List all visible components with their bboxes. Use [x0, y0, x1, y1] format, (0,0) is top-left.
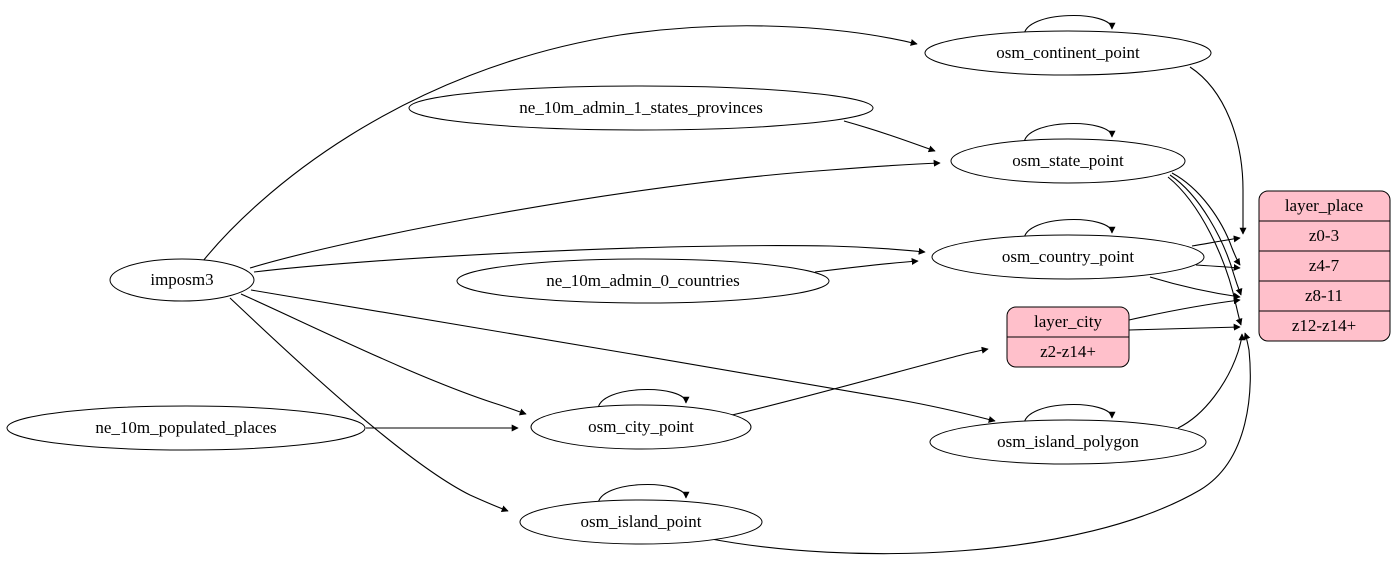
record-node-layer-city[interactable]: layer_city z2-z14+ — [1006, 306, 1130, 368]
node-label-osm-state-point: osm_state_point — [1012, 151, 1124, 170]
edge-ne-states-to-osm-state-point — [843, 120, 936, 153]
record-row-layer-place-z12-z14[interactable]: z12-z14+ — [1292, 316, 1356, 335]
node-imposm3[interactable]: imposm3 — [109, 258, 255, 302]
edge-imposm3-to-osm-city-point — [240, 293, 527, 416]
record-node-layer-place[interactable]: layer_place z0-3 z4-7 z8-11 z12-z14+ — [1258, 190, 1391, 342]
edge-self-loop-osm-island-point — [597, 484, 690, 506]
edge-layer — [202, 15, 1251, 555]
node-label-osm-island-point: osm_island_point — [581, 512, 702, 531]
edge-osm-state-point-to-layer-place-z8-11 — [1169, 174, 1243, 296]
node-label-osm-country-point: osm_country_point — [1002, 247, 1134, 266]
node-osm-continent-point[interactable]: osm_continent_point — [924, 30, 1212, 76]
record-row-layer-place-z4-7[interactable]: z4-7 — [1309, 256, 1340, 275]
edge-self-loop-osm-city-point — [597, 389, 690, 411]
node-ne-10m-admin-1-states-provinces[interactable]: ne_10m_admin_1_states_provinces — [408, 85, 874, 131]
edge-imposm3-to-osm-state-point — [249, 159, 941, 269]
node-osm-city-point[interactable]: osm_city_point — [530, 404, 752, 450]
node-label-osm-continent-point: osm_continent_point — [996, 43, 1140, 62]
node-osm-island-polygon[interactable]: osm_island_polygon — [929, 419, 1207, 465]
edge-osm-country-point-to-layer-place-z8-11 — [1149, 276, 1241, 300]
edge-self-loop-osm-continent-point — [1023, 15, 1116, 37]
node-osm-island-point[interactable]: osm_island_point — [519, 499, 763, 545]
edge-imposm3-to-osm-country-point — [253, 245, 926, 273]
edge-osm-country-point-to-layer-place-z4-7 — [1195, 263, 1241, 271]
edge-osm-country-point-to-layer-place-z0-3 — [1191, 235, 1241, 247]
edge-osm-island-point-to-layer-place-z12-z14 — [705, 332, 1251, 555]
node-label-osm-island-polygon: osm_island_polygon — [997, 432, 1139, 451]
edge-self-loop-osm-state-point — [1023, 123, 1116, 145]
edge-imposm3-to-osm-island-point — [229, 297, 509, 513]
edge-imposm3-to-osm-island-polygon — [250, 289, 996, 423]
edge-osm-continent-point-to-layer-place-z0-3 — [1189, 66, 1247, 235]
record-title-layer-place: layer_place — [1285, 196, 1363, 215]
edge-layer-city-to-layer-place-z12-z14 — [1128, 323, 1241, 331]
edge-osm-state-point-to-layer-place-z4-7 — [1171, 172, 1241, 266]
edge-self-loop-osm-island-polygon — [1023, 404, 1116, 426]
node-label-ne-states: ne_10m_admin_1_states_provinces — [519, 98, 763, 117]
edge-ne-countries-to-osm-country-point — [814, 257, 919, 273]
node-layer: imposm3 ne_10m_admin_1_states_provinces … — [6, 30, 1391, 545]
node-osm-country-point[interactable]: osm_country_point — [931, 234, 1205, 280]
node-label-ne-countries: ne_10m_admin_0_countries — [546, 271, 740, 290]
edge-self-loop-osm-country-point — [1023, 219, 1116, 241]
node-ne-10m-admin-0-countries[interactable]: ne_10m_admin_0_countries — [456, 258, 830, 304]
record-row-layer-place-z0-3[interactable]: z0-3 — [1309, 226, 1339, 245]
node-osm-state-point[interactable]: osm_state_point — [950, 138, 1186, 184]
edge-osm-city-point-to-layer-city — [731, 346, 989, 416]
record-row-layer-city-z2-z14[interactable]: z2-z14+ — [1040, 342, 1096, 361]
edge-osm-island-polygon-to-layer-place-z12-z14 — [1177, 333, 1246, 429]
node-label-osm-city-point: osm_city_point — [588, 417, 694, 436]
node-label-imposm3: imposm3 — [150, 270, 213, 289]
edge-layer-city-to-layer-place-z8-11 — [1128, 297, 1241, 321]
edge-osm-state-point-to-layer-place-z12-z14 — [1167, 176, 1243, 326]
record-row-layer-place-z8-11[interactable]: z8-11 — [1305, 286, 1343, 305]
record-title-layer-city: layer_city — [1034, 312, 1102, 331]
node-label-ne-populated: ne_10m_populated_places — [95, 418, 276, 437]
edge-imposm3-to-osm-continent-point — [202, 25, 918, 262]
node-ne-10m-populated-places[interactable]: ne_10m_populated_places — [6, 405, 366, 451]
